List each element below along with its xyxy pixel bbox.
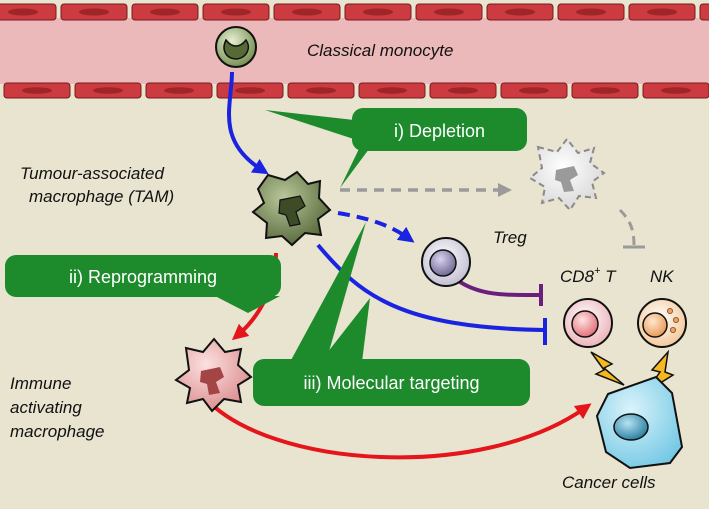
- cancer-cells-label: Cancer cells: [562, 473, 656, 492]
- endothelial-nucleus: [363, 8, 393, 16]
- endothelial-nucleus: [22, 87, 52, 94]
- endothelial-nucleus: [235, 87, 265, 94]
- endothelial-nucleus: [590, 87, 620, 94]
- vessel-wall-bottom: [3, 82, 709, 99]
- endothelial-nucleus: [221, 8, 251, 16]
- immune-label-line2: activating: [10, 398, 82, 417]
- classical-monocyte-label: Classical monocyte: [307, 41, 453, 60]
- depleted-treg-nucleus: [555, 166, 578, 192]
- tam-inhibition-line: [316, 243, 546, 332]
- cd8-t-cell: [563, 298, 613, 348]
- immune-macrophage-nucleus: [200, 367, 224, 395]
- tam-label-line2: macrophage (TAM): [29, 187, 174, 206]
- endothelial-nucleus: [79, 8, 109, 16]
- endothelial-nucleus: [306, 87, 336, 94]
- blood-vessel: [0, 3, 709, 99]
- endothelial-cell: [699, 3, 709, 21]
- treg-inhibition-line: [455, 278, 541, 298]
- molecular-targeting-label: iii) Molecular targeting: [303, 373, 479, 393]
- vessel-wall-top: [0, 3, 709, 21]
- tam-to-treg-arrow: [337, 211, 415, 243]
- immune-activating-macrophage-cell: [174, 337, 253, 413]
- reprogramming-callout: ii) Reprogramming: [5, 255, 281, 313]
- endothelial-nucleus: [164, 87, 194, 94]
- endothelial-nucleus: [576, 8, 606, 16]
- cd8-t-label: CD8+ T: [560, 265, 617, 286]
- endothelial-nucleus: [647, 8, 677, 16]
- endothelial-nucleus: [292, 8, 322, 16]
- endothelial-nucleus: [519, 87, 549, 94]
- treg-cell: [421, 237, 471, 287]
- cancer-nucleus: [613, 413, 649, 441]
- treg-dead-inhibition-line: [618, 208, 636, 247]
- molecular-targeting-callout: iii) Molecular targeting: [253, 222, 530, 406]
- tam-cell: [251, 170, 332, 247]
- reprogramming-label: ii) Reprogramming: [69, 267, 217, 287]
- depletion-callout: i) Depletion: [265, 108, 527, 188]
- immune-to-cancer-arrow: [203, 396, 592, 460]
- endothelial-nucleus: [448, 87, 478, 94]
- immune-label-line1: Immune: [10, 374, 71, 393]
- treg-label: Treg: [493, 228, 527, 247]
- endothelial-nucleus: [505, 8, 535, 16]
- tam-nucleus: [278, 195, 306, 227]
- endothelial-nucleus: [434, 8, 464, 16]
- monocyte-nucleus: [223, 38, 249, 60]
- monocyte-to-tam-arrow: [227, 71, 269, 175]
- nk-label: NK: [650, 267, 674, 286]
- endothelial-nucleus: [150, 8, 180, 16]
- classical-monocyte-cell: [215, 26, 257, 68]
- endothelial-nucleus: [93, 87, 123, 94]
- endothelial-nucleus: [661, 87, 691, 94]
- endothelial-nucleus: [8, 8, 38, 16]
- cancer-cell: [595, 375, 684, 470]
- endothelial-nucleus: [377, 87, 407, 94]
- immune-label-line3: macrophage: [10, 422, 105, 441]
- depleted-treg-cell: [528, 137, 606, 212]
- nk-cell: [637, 298, 687, 348]
- depletion-label: i) Depletion: [394, 121, 485, 141]
- tam-label-line1: Tumour-associated: [20, 164, 164, 183]
- cd8-bolt-icon: [590, 351, 625, 386]
